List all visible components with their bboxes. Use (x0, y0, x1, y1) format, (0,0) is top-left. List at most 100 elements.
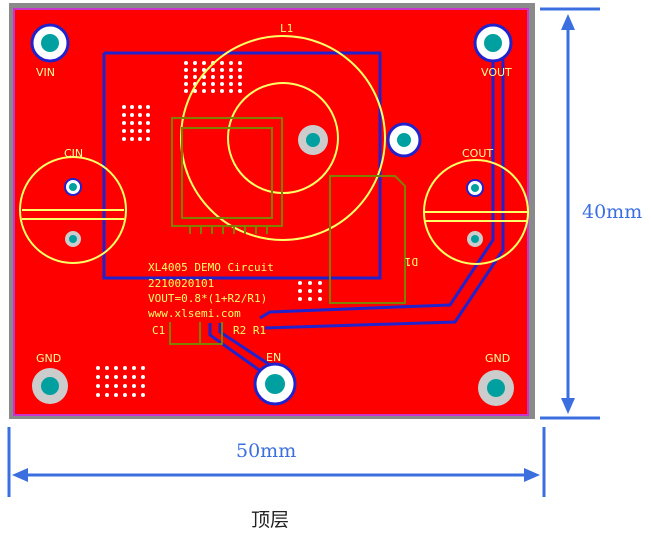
via (114, 366, 118, 370)
via (184, 89, 188, 93)
via (146, 105, 150, 109)
silk-code: 2210020101 (148, 277, 214, 290)
via (193, 61, 197, 65)
via (141, 375, 145, 379)
silk-formula: VOUT=0.8*(1+R2/R1) (148, 292, 267, 305)
via (130, 121, 134, 125)
c1-footprint (169, 322, 223, 345)
via (146, 113, 150, 117)
via (193, 68, 197, 72)
via (132, 366, 136, 370)
via (138, 113, 142, 117)
via (122, 137, 126, 141)
via (211, 68, 215, 72)
via (132, 375, 136, 379)
via (220, 68, 224, 72)
vout-label: VOUT (481, 66, 512, 79)
via (184, 61, 188, 65)
via (229, 89, 233, 93)
en-label: EN (266, 351, 281, 364)
via (96, 393, 100, 397)
via (123, 366, 127, 370)
via (122, 129, 126, 133)
via (318, 281, 322, 285)
via (184, 75, 188, 79)
via (138, 129, 142, 133)
via (298, 297, 302, 301)
via (318, 297, 322, 301)
gnd-right-label: GND (485, 352, 510, 365)
height-dimension-label: 40mm (582, 201, 642, 223)
via (105, 366, 109, 370)
silk-url: www.xlsemi.com (148, 307, 241, 320)
via (122, 113, 126, 117)
vin-label: VIN (36, 66, 55, 79)
zone-outline (102, 51, 382, 280)
via (105, 375, 109, 379)
width-dimension (7, 427, 546, 497)
via (184, 68, 188, 72)
via (96, 375, 100, 379)
traces (208, 45, 505, 374)
via (138, 105, 142, 109)
diode-label: D1 (405, 255, 418, 268)
ic-footprint (171, 117, 283, 227)
cout-label: COUT (462, 147, 493, 160)
via (220, 61, 224, 65)
via (308, 289, 312, 293)
via-arrays (96, 61, 322, 397)
via (114, 375, 118, 379)
via (130, 129, 134, 133)
ic-pins (189, 226, 268, 234)
c1-label: C1 (152, 324, 165, 337)
via (122, 121, 126, 125)
via (202, 89, 206, 93)
via (229, 82, 233, 86)
via (298, 281, 302, 285)
via (238, 61, 242, 65)
height-dimension (540, 7, 600, 420)
via (123, 393, 127, 397)
via (184, 82, 188, 86)
via (146, 129, 150, 133)
via (132, 384, 136, 388)
via (308, 297, 312, 301)
via (318, 289, 322, 293)
via (229, 68, 233, 72)
via (114, 384, 118, 388)
via (220, 75, 224, 79)
via (130, 137, 134, 141)
via (211, 89, 215, 93)
gnd-left-label: GND (36, 352, 61, 365)
width-dimension-label: 50mm (236, 440, 296, 462)
via (220, 89, 224, 93)
via (202, 61, 206, 65)
via (202, 82, 206, 86)
via (123, 375, 127, 379)
silk-title: XL4005 DEMO Circuit (148, 261, 274, 274)
via (96, 366, 100, 370)
via (146, 121, 150, 125)
via (105, 384, 109, 388)
via (229, 75, 233, 79)
diode-d1-outline (329, 175, 406, 304)
resistors-label: R2 R1 (233, 324, 266, 337)
via (114, 393, 118, 397)
via (130, 105, 134, 109)
via (146, 137, 150, 141)
via (238, 75, 242, 79)
via (220, 82, 224, 86)
via (141, 366, 145, 370)
via (123, 384, 127, 388)
via (138, 137, 142, 141)
via (122, 105, 126, 109)
via (132, 393, 136, 397)
via (238, 68, 242, 72)
cin-capacitor (19, 156, 127, 264)
via (141, 384, 145, 388)
via (308, 281, 312, 285)
via (211, 82, 215, 86)
via (105, 393, 109, 397)
via (193, 75, 197, 79)
via (138, 121, 142, 125)
